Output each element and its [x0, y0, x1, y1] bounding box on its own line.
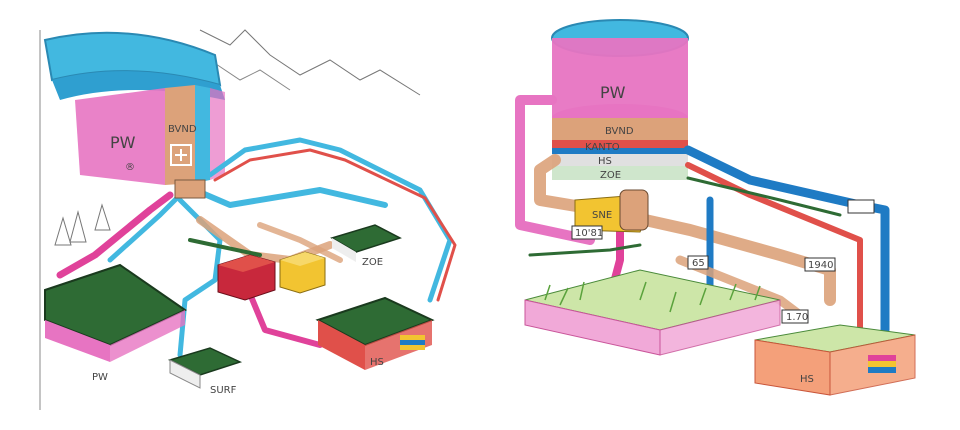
tag2-label: 65: [692, 258, 705, 269]
dam-label: PW: [110, 133, 136, 152]
band-hs: [552, 154, 688, 166]
grass-bed-left-side: [659, 299, 781, 356]
swiss-cross-icon: [170, 144, 192, 166]
right-sketch: PW BVND KANTO HS ZOE SNE 10': [515, 19, 916, 396]
dam-wall-pw: [75, 88, 165, 185]
left-sketch: PW ® BVND PW ZOE: [39, 29, 457, 410]
band-bvnd: [552, 118, 688, 140]
pond-large-rim: [45, 320, 110, 362]
pond-top-right: [330, 224, 402, 253]
pond-right-label: HS: [370, 357, 384, 368]
tag3: [804, 257, 836, 272]
dam-band1-label: BVND: [168, 124, 197, 135]
tree-icons: [54, 203, 111, 246]
tag4: [781, 309, 809, 324]
pond-big-label: PW: [92, 372, 108, 383]
tag-blank: [847, 199, 875, 214]
box-yellow-top: [280, 252, 325, 266]
rainbow-flag-icon-right: [868, 355, 896, 361]
band-zoe: [552, 166, 688, 180]
mountain-outline: [199, 29, 421, 96]
band2-label: KANTO: [585, 142, 620, 153]
band1-label: BVND: [605, 126, 634, 137]
tank-label: PW: [600, 83, 626, 102]
dam-wall-blue: [195, 85, 210, 183]
band4-label: ZOE: [600, 170, 621, 181]
pond-top-right-rim: [332, 238, 356, 262]
tag2: [687, 255, 709, 270]
pond-bottom-rim: [169, 359, 201, 389]
dam-wall-bvnd: [165, 85, 195, 185]
tank2-label: HS: [800, 374, 814, 385]
pond-large-rim-2: [110, 310, 185, 362]
mountain-outline-2: [209, 59, 291, 91]
grass-strokes: [544, 281, 761, 313]
pond-top-label: ZOE: [362, 257, 383, 268]
band3-label: HS: [598, 156, 612, 167]
dam-sublabel: ®: [125, 162, 135, 173]
tag1-label: 10'81: [575, 228, 603, 239]
tag3-label: 1940: [808, 260, 833, 271]
pond-right-rim: [318, 320, 365, 370]
box-crimson-top: [218, 255, 275, 272]
band-kanto-blue: [552, 148, 688, 154]
pump-housing: [619, 189, 649, 231]
tag1: [571, 225, 603, 240]
tag4-label: 1.70: [786, 312, 808, 323]
pump-label: SNE: [592, 210, 612, 221]
pond-right-rim-2: [365, 320, 432, 370]
dam-wall-right: [210, 88, 225, 180]
pond-bottom-label: SURF: [210, 385, 237, 396]
building: [174, 179, 206, 199]
